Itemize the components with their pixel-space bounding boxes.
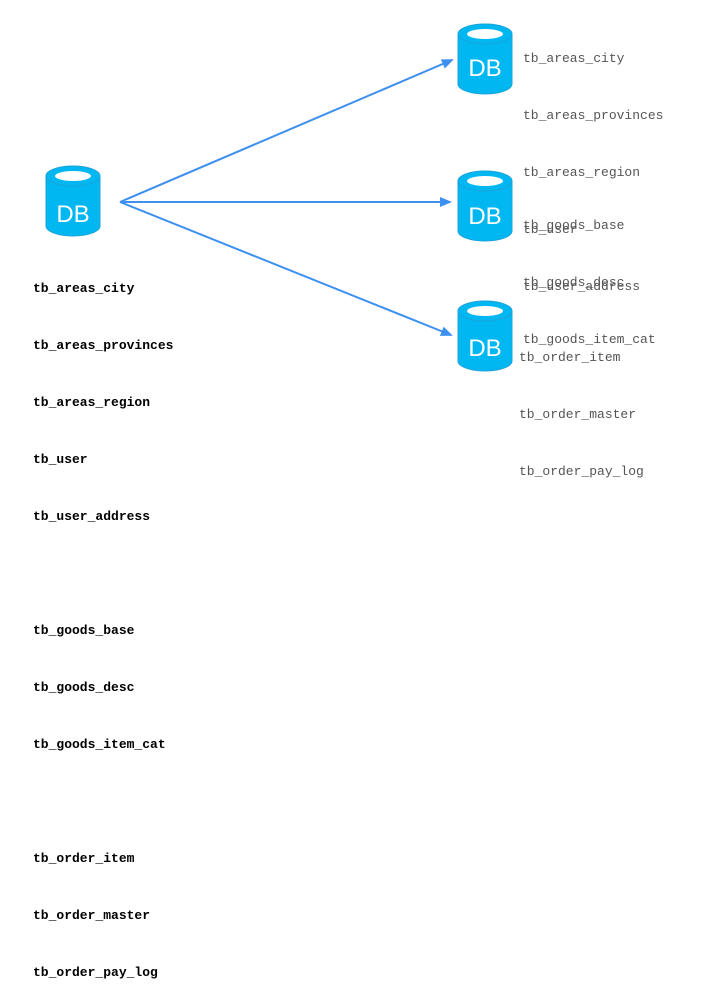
- table-name: tb_user: [523, 222, 578, 237]
- table-name: tb_goods_item_cat: [523, 332, 656, 347]
- target-db-1-icon: DB: [457, 23, 513, 95]
- table-name: tb_goods_desc: [33, 680, 135, 695]
- target-db-1-table-list: tb_areas_city tb_areas_provinces tb_area…: [523, 11, 663, 315]
- table-name: tb_areas_city: [523, 51, 625, 66]
- target-db-2-label: DB: [468, 203, 501, 230]
- table-name: tb_order_item: [519, 350, 621, 365]
- table-name: tb_goods_base: [33, 623, 135, 638]
- diagram-canvas: DB DB DB DB: [45, 23, 513, 372]
- table-name: tb_user_address: [33, 509, 151, 524]
- target-db-1-label: DB: [468, 55, 501, 82]
- source-db-icon: DB: [45, 165, 101, 237]
- target-db-3-icon: DB: [457, 300, 513, 372]
- arrow-to-target-3: [119, 201, 453, 336]
- source-db-label: DB: [56, 201, 89, 228]
- table-name: tb_goods_base: [523, 218, 625, 233]
- table-name: tb_order_item: [33, 851, 135, 866]
- target-db-3-table-list: tb_order_item tb_order_master tb_order_p…: [519, 310, 644, 500]
- table-name: tb_order_master: [33, 908, 151, 923]
- table-name: tb_areas_provinces: [523, 108, 664, 123]
- table-name: tb_order_pay_log: [33, 965, 158, 980]
- table-name: tb_areas_region: [33, 395, 151, 410]
- table-name: tb_areas_provinces: [33, 338, 174, 353]
- table-name: tb_goods_desc: [523, 275, 625, 290]
- table-name: tb_goods_item_cat: [33, 737, 166, 752]
- table-name: tb_user_address: [523, 279, 641, 294]
- target-db-2-table-list: tb_goods_base tb_goods_desc tb_goods_ite…: [523, 178, 656, 368]
- table-name: tb_order_pay_log: [519, 464, 644, 479]
- target-db-3-label: DB: [468, 335, 501, 362]
- table-name: tb_areas_city: [33, 281, 135, 296]
- table-name: tb_user: [33, 452, 88, 467]
- table-name: tb_areas_region: [523, 165, 641, 180]
- source-table-list: tb_areas_city tb_areas_provinces tb_area…: [33, 241, 173, 984]
- group-spacer: [33, 564, 173, 583]
- group-spacer: [33, 792, 173, 811]
- target-db-2-icon: DB: [457, 170, 513, 242]
- table-name: tb_order_master: [519, 407, 637, 422]
- arrow-to-target-1: [119, 59, 454, 203]
